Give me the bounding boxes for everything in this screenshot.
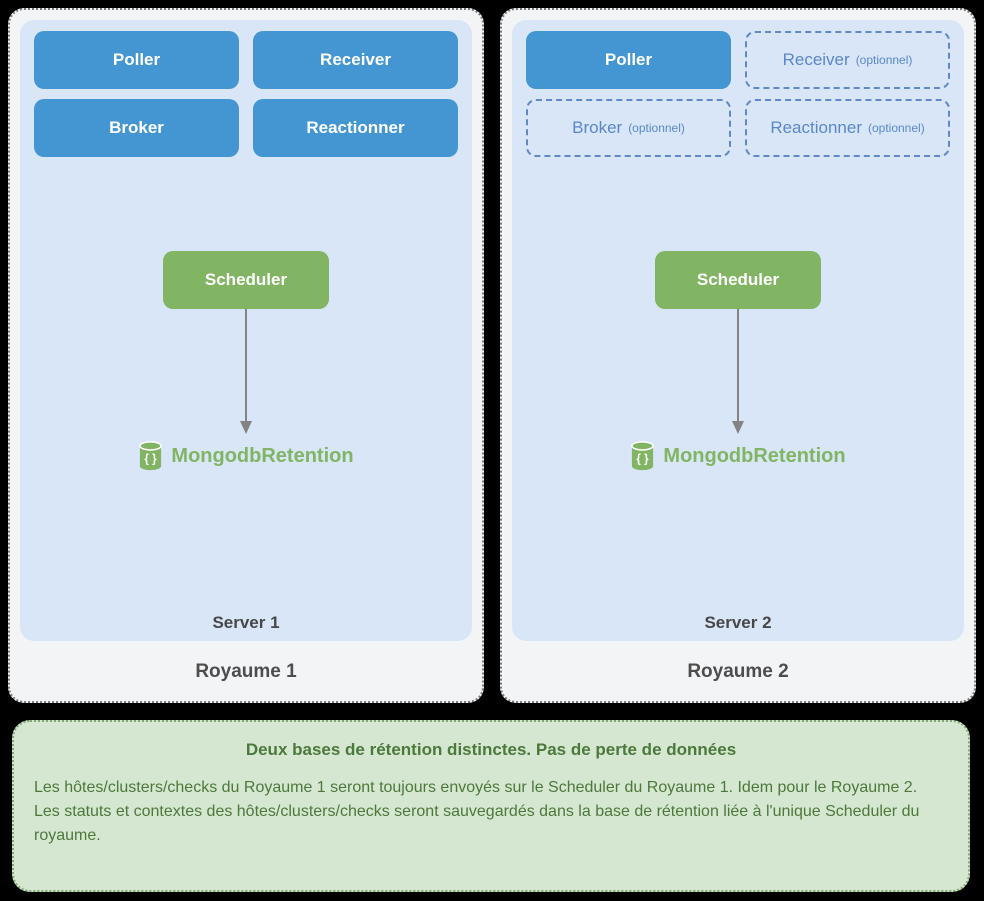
svg-text:{ }: { } bbox=[637, 454, 650, 466]
poller-box: Poller bbox=[34, 31, 239, 89]
database-icon: { } bbox=[139, 441, 163, 471]
broker-optional-label: (optionnel) bbox=[628, 121, 685, 135]
receiver-box-optional: Receiver (optionnel) bbox=[745, 31, 950, 89]
reactionner-label: Reactionner bbox=[306, 118, 405, 137]
receiver-optional-label: (optionnel) bbox=[855, 53, 913, 67]
scheduler-box: Scheduler bbox=[655, 251, 821, 309]
receiver-label: Receiver bbox=[782, 50, 850, 69]
royaume-title: Royaume 1 bbox=[195, 661, 297, 682]
reactionner-optional-label: (optionnel) bbox=[867, 121, 925, 135]
broker-label: Broker bbox=[572, 118, 623, 137]
poller-box: Poller bbox=[526, 31, 731, 89]
database-icon: { } bbox=[631, 441, 655, 471]
scheduler-to-retention-arrow bbox=[732, 309, 744, 434]
server-2-panel: Poller Receiver (optionnel) Broker (opti… bbox=[512, 20, 964, 641]
broker-box-optional: Broker (optionnel) bbox=[526, 99, 731, 157]
royaume-2-panel: Poller Receiver (optionnel) Broker (opti… bbox=[500, 8, 976, 703]
poller-label: Poller bbox=[112, 50, 161, 69]
receiver-box: Receiver bbox=[253, 31, 458, 89]
reactionner-box-optional: Reactionner (optionnel) bbox=[745, 99, 950, 157]
reactionner-box: Reactionner bbox=[253, 99, 458, 157]
info-line-1: Les hôtes/clusters/checks du Royaume 1 s… bbox=[34, 779, 918, 796]
scheduler-to-retention-arrow bbox=[240, 309, 252, 434]
info-panel: Deux bases de rétention distinctes. Pas … bbox=[12, 720, 970, 892]
info-panel-body: Les hôtes/clusters/checks du Royaume 1 s… bbox=[34, 776, 948, 848]
receiver-label: Receiver bbox=[320, 50, 391, 69]
daemon-grid: Poller Receiver (optionnel) Broker (opti… bbox=[526, 31, 950, 157]
server-label: Server 2 bbox=[704, 613, 772, 632]
scheduler-label: Scheduler bbox=[696, 270, 780, 289]
scheduler-label: Scheduler bbox=[204, 270, 288, 289]
royaume-1-panel: Poller Receiver Broker Reactionner Sched… bbox=[8, 8, 484, 703]
royaume-title: Royaume 2 bbox=[687, 661, 789, 682]
retention-label: MongodbRetention bbox=[663, 445, 846, 467]
reactionner-label: Reactionner bbox=[770, 118, 862, 137]
poller-label: Poller bbox=[604, 50, 653, 69]
server-label: Server 1 bbox=[212, 613, 280, 632]
retention-row: { } MongodbRetention bbox=[512, 440, 964, 473]
retention-label: MongodbRetention bbox=[171, 445, 354, 467]
info-line-2: Les statuts et contextes des hôtes/clust… bbox=[34, 803, 920, 844]
server-1-panel: Poller Receiver Broker Reactionner Sched… bbox=[20, 20, 472, 641]
daemon-grid: Poller Receiver Broker Reactionner bbox=[34, 31, 458, 157]
scheduler-box: Scheduler bbox=[163, 251, 329, 309]
broker-label: Broker bbox=[109, 118, 164, 137]
svg-text:{ }: { } bbox=[145, 454, 158, 466]
retention-row: { } MongodbRetention bbox=[20, 440, 472, 473]
info-panel-title: Deux bases de rétention distinctes. Pas … bbox=[245, 740, 737, 759]
broker-box: Broker bbox=[34, 99, 239, 157]
